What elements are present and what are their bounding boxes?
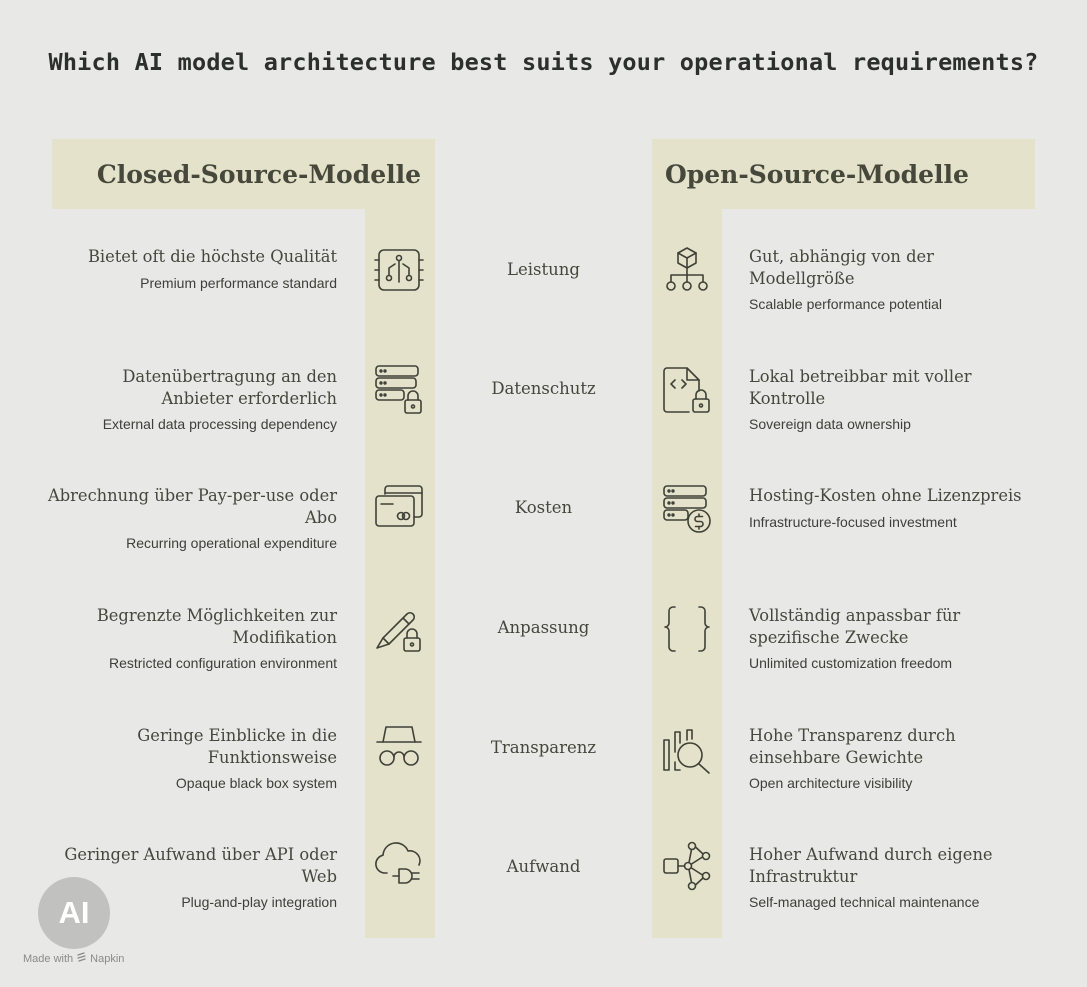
open-cell: Vollständig anpassbar für spezifische Zw…	[749, 605, 1039, 671]
cube-hierarchy-icon	[661, 244, 713, 296]
closed-text: Geringe Einblicke in die Funktionsweise	[137, 726, 337, 767]
open-cell: Hosting-Kosten ohne Lizenzpreis Infrastr…	[749, 485, 1039, 530]
open-cell: Lokal betreibbar mit voller Kontrolle So…	[749, 366, 1039, 432]
open-cell: Hohe Transparenz durch einsehbare Gewich…	[749, 725, 1039, 791]
napkin-logo-icon	[76, 952, 87, 966]
criterion-label: Kosten	[514, 498, 573, 517]
open-cell: Hoher Aufwand durch eigene Infrastruktur…	[749, 844, 1039, 910]
criterion-label: Aufwand	[506, 857, 581, 876]
server-lock-icon	[373, 363, 425, 415]
curly-braces-icon	[661, 604, 713, 656]
closed-text: Abrechnung über Pay-per-use oder Abo	[47, 486, 337, 527]
made-with-napkin-label: Made with Napkin	[23, 952, 124, 966]
closed-cell: Begrenzte Möglichkeiten zur Modifikation…	[47, 605, 337, 671]
closed-text: Datenübertragung an den Anbieter erforde…	[122, 367, 337, 408]
server-dollar-icon	[661, 483, 713, 535]
open-source-header: Open-Source-Modelle	[652, 139, 1035, 209]
closed-cell: Bietet oft die höchste Qualität Premium …	[47, 246, 337, 291]
page-title: Which AI model architecture best suits y…	[48, 48, 1039, 76]
pencil-lock-icon	[373, 604, 425, 656]
closed-source-strip	[365, 209, 435, 938]
criterion-label: Anpassung	[497, 618, 590, 637]
closed-text: Begrenzte Möglichkeiten zur Modifikation	[96, 606, 337, 647]
criterion-label: Datenschutz	[491, 379, 596, 398]
network-nodes-icon	[661, 841, 713, 893]
open-subtext: Self-managed technical maintenance	[749, 894, 980, 910]
open-subtext: Infrastructure-focused investment	[749, 513, 957, 530]
closed-subtext: Recurring operational expenditure	[126, 535, 337, 551]
closed-cell: Geringe Einblicke in die Funktionsweise …	[47, 725, 337, 791]
open-text: Gut, abhängig von der Modellgröße	[749, 247, 934, 288]
criterion-label: Transparenz	[490, 738, 597, 757]
closed-subtext: External data processing dependency	[102, 416, 337, 432]
code-file-lock-icon	[661, 365, 713, 417]
open-subtext: Scalable performance potential	[749, 296, 943, 312]
open-text: Hohe Transparenz durch einsehbare Gewich…	[749, 726, 956, 767]
closed-text: Geringer Aufwand über API oder Web	[64, 845, 337, 886]
incognito-icon	[373, 722, 425, 774]
comparison-row-leistung: Bietet oft die höchste Qualität Premium …	[0, 246, 1087, 365]
closed-subtext: Plug-and-play integration	[181, 894, 337, 910]
closed-source-header-label: Closed-Source-Modelle	[96, 159, 421, 189]
credit-card-icon	[373, 482, 425, 534]
open-source-header-label: Open-Source-Modelle	[665, 159, 969, 189]
open-text: Vollständig anpassbar für spezifische Zw…	[749, 606, 961, 647]
closed-cell: Abrechnung über Pay-per-use oder Abo Rec…	[47, 485, 337, 551]
open-text: Hoher Aufwand durch eigene Infrastruktur	[749, 845, 993, 886]
napkin-brand: Napkin	[90, 953, 125, 965]
cloud-plug-icon	[373, 841, 425, 893]
open-subtext: Open architecture visibility	[749, 775, 913, 791]
chip-icon	[373, 244, 425, 296]
closed-subtext: Restricted configuration environment	[108, 655, 337, 671]
comparison-row-aufwand: Geringer Aufwand über API oder Web Plug-…	[0, 841, 1087, 962]
open-text: Lokal betreibbar mit voller Kontrolle	[749, 367, 972, 408]
open-subtext: Unlimited customization freedom	[749, 655, 953, 671]
criterion-label: Leistung	[507, 260, 580, 279]
comparison-row-anpassung: Begrenzte Möglichkeiten zur Modifikation…	[0, 604, 1087, 723]
open-subtext: Sovereign data ownership	[749, 416, 911, 432]
open-text: Hosting-Kosten ohne Lizenzpreis	[749, 486, 1022, 505]
comparison-row-transparenz: Geringe Einblicke in die Funktionsweise …	[0, 724, 1087, 843]
closed-subtext: Premium performance standard	[140, 274, 337, 291]
closed-subtext: Opaque black box system	[175, 775, 337, 791]
open-source-strip	[652, 209, 722, 938]
closed-cell: Geringer Aufwand über API oder Web Plug-…	[47, 844, 337, 910]
ai-badge: AI	[38, 877, 110, 949]
closed-source-header: Closed-Source-Modelle	[52, 139, 435, 209]
made-with-text: Made with	[23, 953, 74, 965]
comparison-row-datenschutz: Datenübertragung an den Anbieter erforde…	[0, 365, 1087, 484]
closed-text: Bietet oft die höchste Qualität	[87, 247, 337, 266]
closed-cell: Datenübertragung an den Anbieter erforde…	[47, 366, 337, 432]
open-cell: Gut, abhängig von der Modellgröße Scalab…	[749, 246, 1039, 312]
comparison-row-kosten: Abrechnung über Pay-per-use oder Abo Rec…	[0, 485, 1087, 604]
chart-magnifier-icon	[661, 726, 713, 778]
